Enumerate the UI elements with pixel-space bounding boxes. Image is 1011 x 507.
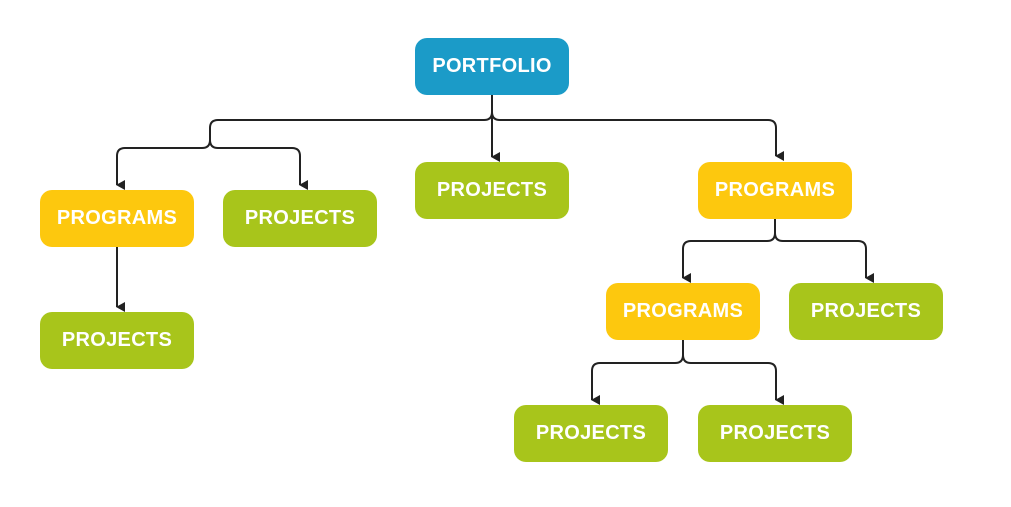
project-node-bottom-2: PROJECTS (698, 405, 852, 462)
project-node-middle: PROJECTS (415, 162, 569, 219)
connector-right-program-right (774, 232, 874, 283)
project-node-left-bottom: PROJECTS (40, 312, 194, 369)
program-node-right-sub: PROGRAMS (606, 283, 760, 340)
connector-right-program-left (682, 219, 776, 283)
connector-sub-program-right (682, 354, 784, 405)
connector-sub-program-left (591, 340, 684, 405)
program-node-left: PROGRAMS (40, 190, 194, 247)
program-node-right: PROGRAMS (698, 162, 852, 219)
connector-portfolio-stem (491, 95, 784, 161)
portfolio-node: PORTFOLIO (415, 38, 569, 95)
project-node-left-top: PROJECTS (223, 190, 377, 247)
project-node-right-sub: PROJECTS (789, 283, 943, 340)
project-node-bottom-1: PROJECTS (514, 405, 668, 462)
connector-left-projects (209, 139, 308, 190)
